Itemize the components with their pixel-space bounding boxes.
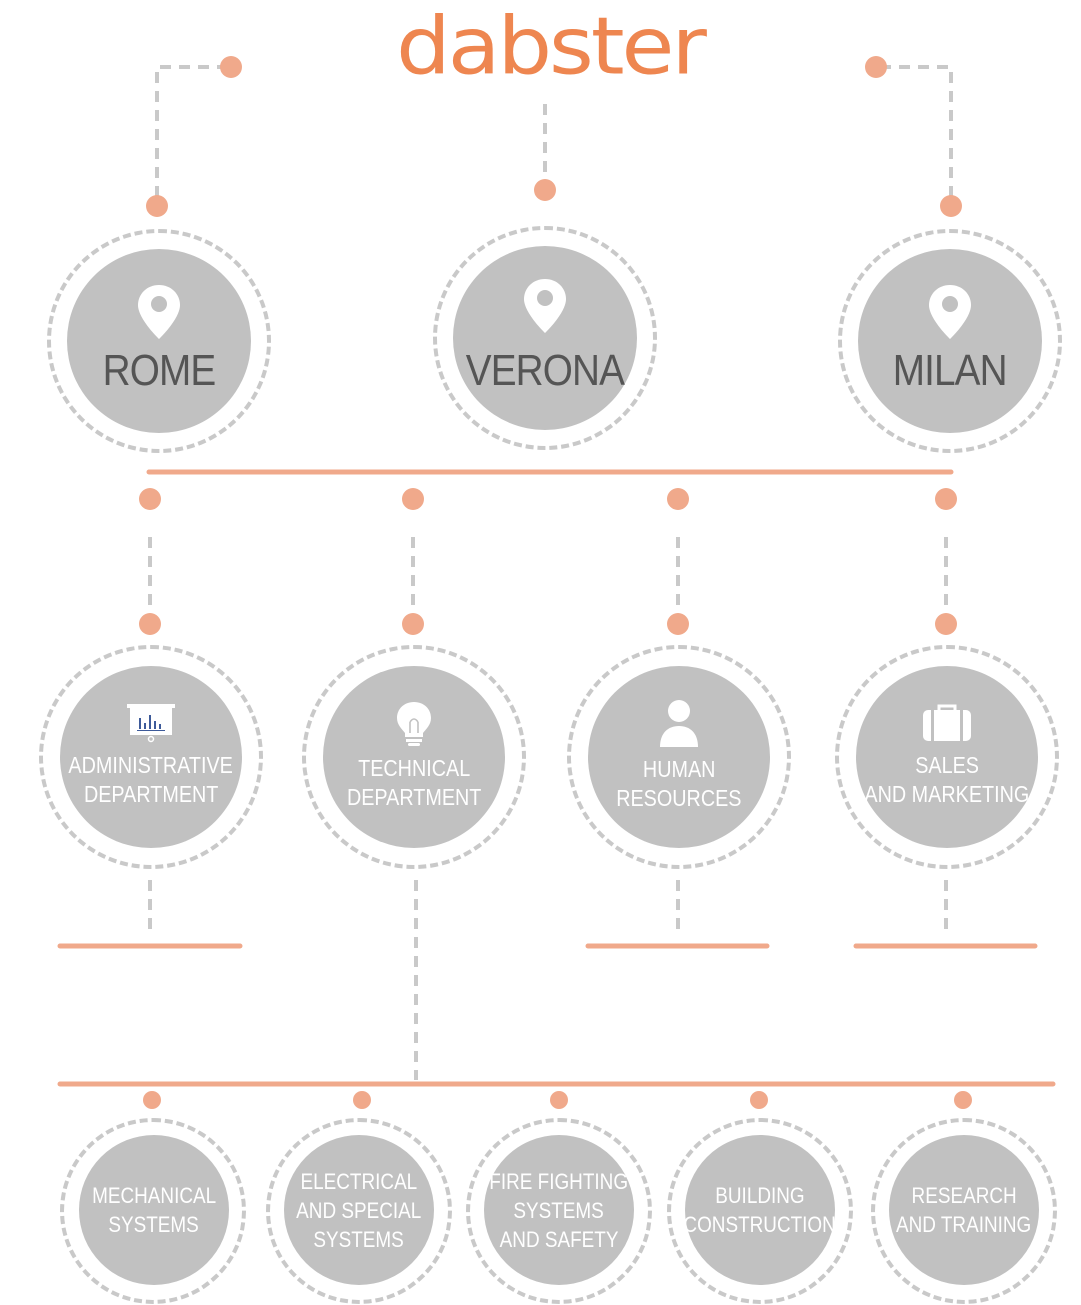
city-label: MILAN bbox=[893, 346, 1008, 395]
unit-label-line1: BUILDING bbox=[715, 1183, 805, 1208]
technical-unit-research: RESEARCH AND TRAINING bbox=[871, 1118, 1057, 1304]
unit-label-line1: ELECTRICAL bbox=[300, 1168, 418, 1194]
connector-dot bbox=[220, 56, 242, 78]
technical-unit-building: BUILDING CONSTRUCTION bbox=[667, 1118, 853, 1304]
unit-label-line2: AND SPECIAL bbox=[296, 1197, 422, 1223]
connector-dot bbox=[353, 1091, 371, 1109]
unit-label-line1: RESEARCH bbox=[911, 1183, 1017, 1208]
technical-unit-electrical: ELECTRICAL AND SPECIAL SYSTEMS bbox=[266, 1118, 452, 1304]
logo-text: dabster bbox=[396, 0, 707, 93]
city-node-rome: ROME bbox=[47, 229, 271, 453]
location-pin-icon bbox=[929, 285, 971, 339]
department-node-technical: TECHNICAL DEPARTMENT bbox=[302, 645, 526, 869]
department-label-line1: SALES bbox=[915, 752, 979, 778]
connector-dot bbox=[865, 56, 887, 78]
technical-unit-mechanical: MECHANICAL SYSTEMS bbox=[60, 1118, 246, 1304]
connector-dot bbox=[935, 488, 957, 510]
connector-dot bbox=[667, 613, 689, 635]
briefcase-icon bbox=[923, 704, 971, 741]
unit-label-line1: MECHANICAL bbox=[91, 1183, 217, 1208]
connector-dot bbox=[402, 488, 424, 510]
city-label: ROME bbox=[102, 346, 217, 395]
department-label-line2: DEPARTMENT bbox=[346, 784, 482, 810]
city-label: VERONA bbox=[465, 346, 625, 395]
unit-label-line2: SYSTEMS bbox=[108, 1212, 200, 1237]
department-node-sales-marketing: SALES AND MARKETING bbox=[835, 645, 1059, 869]
department-label-line2: DEPARTMENT bbox=[83, 781, 219, 807]
department-node-human-resources: HUMAN RESOURCES bbox=[567, 645, 791, 869]
unit-label-line2: CONSTRUCTION bbox=[683, 1212, 837, 1237]
connector-dot bbox=[940, 195, 962, 217]
unit-label-line2: AND TRAINING bbox=[896, 1212, 1032, 1237]
unit-label-line1: FIRE FIGHTING bbox=[489, 1168, 629, 1194]
dabster-logo: dabster bbox=[360, 2, 740, 92]
unit-label-line3: SYSTEMS bbox=[313, 1226, 405, 1252]
connector-dot bbox=[954, 1091, 972, 1109]
lightbulb-icon bbox=[397, 702, 431, 746]
connector-dot bbox=[139, 488, 161, 510]
connector-dot bbox=[534, 179, 556, 201]
unit-label-line3: AND SAFETY bbox=[499, 1226, 619, 1252]
logo-to-rome-connector bbox=[155, 65, 228, 205]
location-pin-icon bbox=[524, 279, 566, 333]
department-label-line1: HUMAN bbox=[642, 756, 716, 782]
department-node-administrative: ADMINISTRATIVE DEPARTMENT bbox=[39, 645, 263, 869]
department-label-line1: ADMINISTRATIVE bbox=[68, 752, 234, 778]
department-label-line1: TECHNICAL bbox=[357, 755, 471, 781]
department-label-line2: RESOURCES bbox=[616, 785, 742, 811]
connector-dot bbox=[139, 613, 161, 635]
connector-dot bbox=[402, 613, 424, 635]
connector-dot bbox=[750, 1091, 768, 1109]
connector-dot bbox=[935, 613, 957, 635]
logo-to-milan-connector bbox=[880, 65, 953, 205]
connector-dot bbox=[146, 195, 168, 217]
city-node-verona: VERONA bbox=[433, 226, 657, 450]
user-icon bbox=[660, 700, 698, 747]
presentation-chart-icon bbox=[127, 704, 175, 743]
connector-dot bbox=[143, 1091, 161, 1109]
connector-dot bbox=[550, 1091, 568, 1109]
department-label-line2: AND MARKETING bbox=[864, 781, 1030, 807]
connector-dot bbox=[667, 488, 689, 510]
technical-unit-fire-fighting: FIRE FIGHTING SYSTEMS AND SAFETY bbox=[466, 1118, 652, 1304]
location-pin-icon bbox=[138, 285, 180, 339]
city-node-milan: MILAN bbox=[838, 229, 1062, 453]
unit-label-line2: SYSTEMS bbox=[513, 1197, 605, 1223]
